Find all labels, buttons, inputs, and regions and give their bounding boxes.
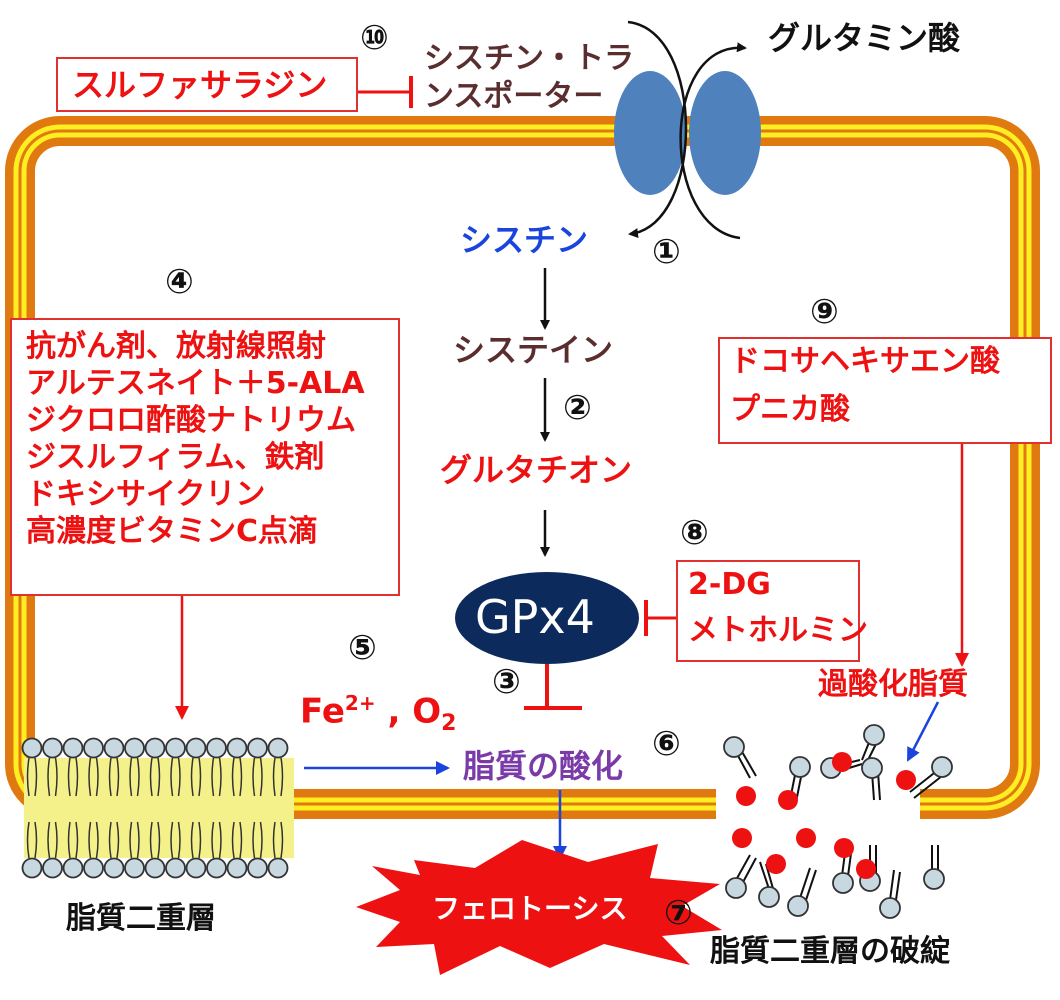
transporter-label-line1: シスチン・トラ	[424, 41, 634, 76]
glutamate-label: グルタミン酸	[768, 19, 961, 57]
marker-9: ⑨	[810, 292, 839, 332]
marker-1: ①	[652, 232, 681, 272]
marker-2: ②	[563, 388, 592, 428]
transporter-label-line2: ンスポーター	[424, 79, 604, 114]
bilayer-label: 脂質二重層	[66, 901, 216, 936]
lipid-bilayer-graphic	[21, 737, 294, 879]
marker-6: ⑥	[652, 724, 681, 764]
inducer-item: ドキシサイクリン	[26, 477, 266, 512]
sulfasalazine-label: スルファサラジン	[72, 66, 328, 104]
broken-bilayer-graphic	[723, 724, 953, 919]
fatty-acids-9-box: ドコサヘキサエン酸 プニカ酸	[718, 337, 1052, 444]
inducers-4-box: 抗がん剤、放射線照射 アルテスネイト＋5-ALA ジクロロ酢酸ナトリウム ジスル…	[10, 318, 400, 596]
sulfasalazine-box: スルファサラジン	[56, 57, 358, 112]
lipid-peroxide-label: 過酸化脂質	[818, 667, 968, 702]
inducer-item: アルテスネイト＋5-ALA	[26, 366, 365, 401]
inhibitor-8-box: 2-DG メトホルミン	[676, 560, 868, 662]
marker-7: ⑦	[664, 893, 693, 933]
marker-10: ⑩	[360, 18, 389, 58]
gpx4-inhibition	[524, 664, 582, 710]
bilayer-rupture-label: 脂質二重層の破綻	[710, 934, 950, 969]
gpx4-label: GPx4	[475, 590, 595, 644]
fatty-acids-line2: プニカ酸	[730, 392, 850, 427]
inducer-item: 高濃度ビタミンC点滴	[26, 514, 319, 549]
ferroptosis-burst	[356, 840, 722, 975]
lipid-oxidation-label: 脂質の酸化	[463, 747, 624, 785]
inducer-item: ジクロロ酢酸ナトリウム	[26, 403, 356, 438]
gpx4-shape	[455, 572, 639, 664]
inhibitor-8-link	[644, 600, 676, 636]
fatty-acids-line1: ドコサヘキサエン酸	[730, 344, 1000, 379]
glutathione-label: グルタチオン	[440, 451, 633, 489]
inhibitor-8-line1: 2-DG	[688, 567, 771, 602]
ferroptosis-label: フェロトーシス	[432, 892, 628, 925]
peroxide-arrow	[906, 701, 940, 762]
inducer-item: 抗がん剤、放射線照射	[26, 329, 326, 364]
marker-4: ④	[165, 262, 194, 302]
transporter-shape	[614, 20, 761, 240]
cysteine-label: システイン	[453, 331, 614, 369]
inhibitor-8-line2: メトホルミン	[688, 613, 868, 648]
sulfasalazine-inhibition	[358, 76, 413, 108]
marker-3: ③	[492, 662, 521, 702]
cystine-label: シスチン	[460, 221, 589, 259]
inducer-item: ジスルフィラム、鉄剤	[26, 440, 325, 475]
marker-5: ⑤	[348, 628, 377, 668]
marker-8: ⑧	[680, 513, 709, 553]
iron-oxygen-label: Fe2+ , O2	[300, 691, 457, 737]
